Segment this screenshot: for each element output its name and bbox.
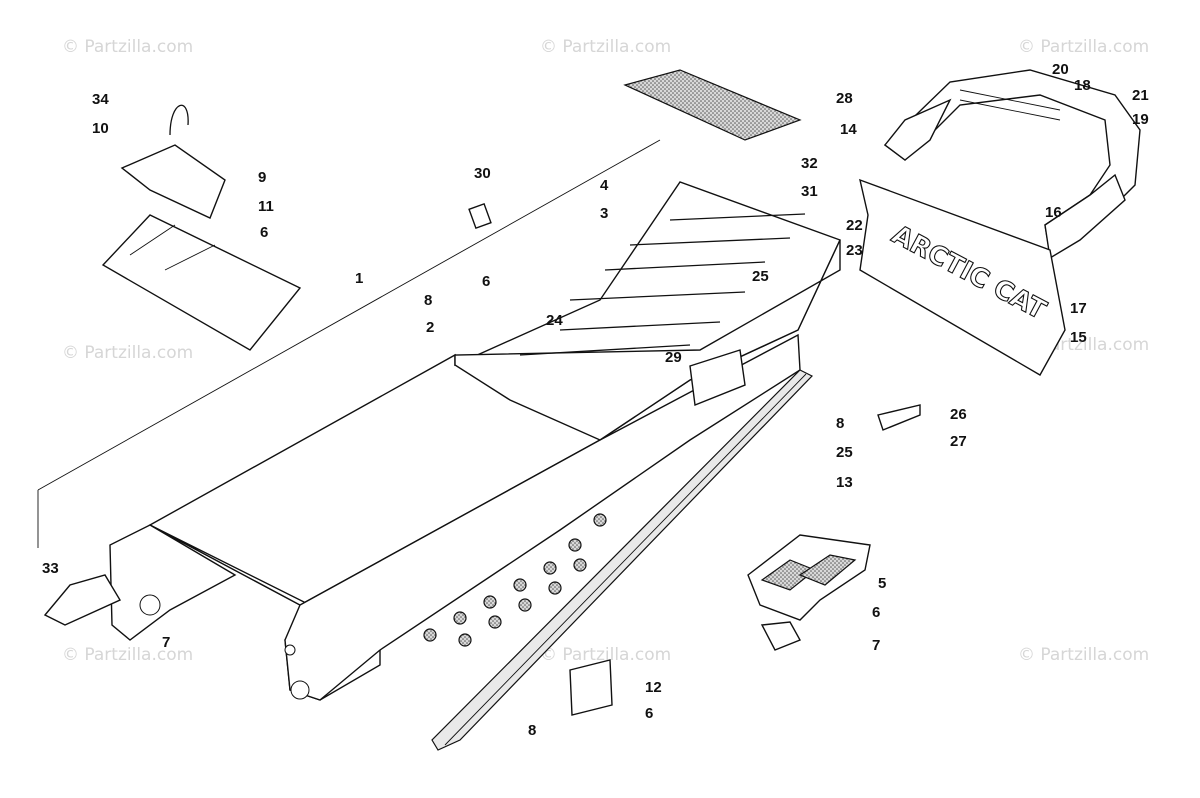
- callout-c14: 14: [840, 121, 857, 138]
- frame-outline-line: [37, 139, 661, 548]
- reflector: [689, 349, 746, 406]
- watermark: © Partzilla.com: [1018, 37, 1149, 57]
- decal: [468, 202, 492, 230]
- callout-c8a: 8: [424, 292, 432, 309]
- callout-c6b: 6: [482, 273, 490, 290]
- callout-c23: 23: [846, 242, 863, 259]
- callout-c33: 33: [42, 560, 59, 577]
- rear-bumper-assembly: ARCTIC CAT: [859, 69, 1141, 376]
- heat-shield: [120, 144, 226, 219]
- callout-c11: 11: [258, 198, 274, 215]
- callout-c16: 16: [1045, 204, 1062, 221]
- callout-c27: 27: [950, 433, 967, 450]
- bumper-left-plate: [884, 98, 952, 161]
- deck-slats: [519, 213, 806, 356]
- callout-c26: 26: [950, 406, 967, 423]
- callout-c32: 32: [801, 155, 818, 172]
- heat-exchanger-plate: [101, 214, 302, 351]
- callout-c22: 22: [846, 217, 863, 234]
- watermark: © Partzilla.com: [62, 343, 193, 363]
- tunnel-assembly: [37, 139, 841, 751]
- callout-c9: 9: [258, 169, 266, 186]
- tunnel-rear-panel: [454, 239, 841, 441]
- callout-c19: 19: [1132, 111, 1149, 128]
- callout-c24: 24: [546, 312, 563, 329]
- callout-c29: 29: [665, 349, 682, 366]
- watermark: © Partzilla.com: [540, 37, 671, 57]
- callout-c12: 12: [645, 679, 662, 696]
- callout-c34: 34: [92, 91, 109, 108]
- callout-c4: 4: [600, 177, 609, 194]
- callout-c25a: 25: [752, 268, 769, 285]
- strap: [169, 104, 189, 136]
- callout-c18: 18: [1074, 77, 1091, 94]
- mounting-plate: [569, 659, 613, 716]
- callout-c7b: 7: [872, 637, 880, 654]
- callout-c20: 20: [1052, 61, 1069, 78]
- end-cap: [43, 574, 122, 626]
- watermark: © Partzilla.com: [1018, 645, 1149, 665]
- callout-c13: 13: [836, 474, 853, 491]
- callout-c6a: 6: [260, 224, 268, 241]
- callout-c7a: 7: [162, 634, 170, 651]
- callout-c8b: 8: [836, 415, 844, 432]
- callout-c17: 17: [1070, 300, 1087, 317]
- callout-c6c: 6: [872, 604, 880, 621]
- watermark: © Partzilla.com: [62, 37, 193, 57]
- callout-c31: 31: [801, 183, 818, 200]
- flap-bracket: [877, 404, 921, 431]
- callout-c2: 2: [426, 319, 434, 336]
- callout-c28: 28: [836, 90, 853, 107]
- callout-c10: 10: [92, 120, 109, 137]
- footrest-bracket: [747, 534, 871, 651]
- callout-c30: 30: [474, 165, 491, 182]
- callout-c6d: 6: [645, 705, 653, 722]
- callout-c8c: 8: [528, 722, 536, 739]
- callout-c21: 21: [1132, 87, 1149, 104]
- callout-c15: 15: [1070, 329, 1087, 346]
- callout-c25b: 25: [836, 444, 853, 461]
- snow-flap: [859, 178, 1066, 376]
- callout-c5: 5: [878, 575, 886, 592]
- watermark: © Partzilla.com: [540, 645, 671, 665]
- traction-mat: [623, 69, 802, 141]
- side-hole-row: [423, 513, 607, 647]
- watermark: © Partzilla.com: [62, 645, 193, 665]
- heat-exchanger-parts: [101, 104, 302, 351]
- callout-c3: 3: [600, 205, 608, 222]
- callout-c1: 1: [355, 270, 363, 287]
- deck-holes: [139, 594, 310, 700]
